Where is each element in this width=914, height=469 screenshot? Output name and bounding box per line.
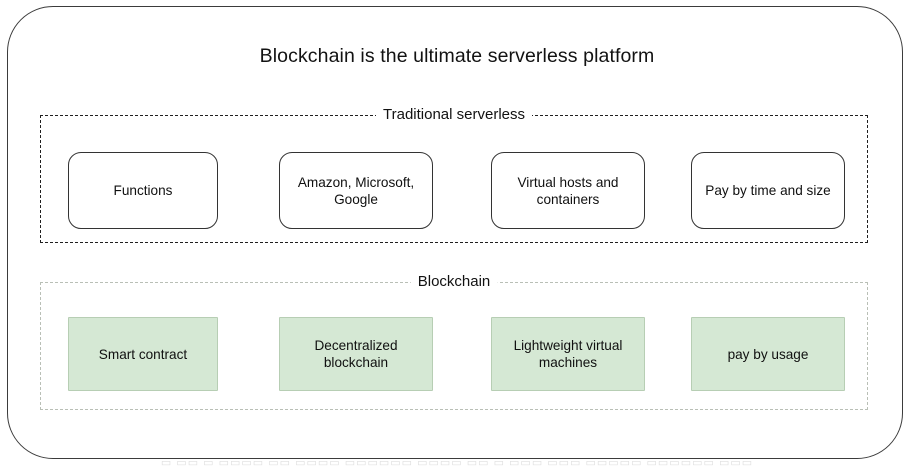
node-box-functions[interactable]: Functions — [68, 152, 218, 229]
box-row-traditional: Functions Amazon, Microsoft, Google Virt… — [41, 116, 869, 244]
bottom-edge-artifact: ▭ ▭▭ ▭ ▭▭▭▭ ▭▭ ▭▭▭▭ ▭▭▭▭▭▭ ▭▭▭▭ ▭▭ ▭ ▭▭▭… — [160, 457, 754, 469]
node-box-decentralized-blockchain[interactable]: Decentralized blockchain — [279, 317, 433, 391]
node-box-label: Decentralized blockchain — [314, 338, 398, 370]
node-box-label: Pay by time and size — [705, 183, 831, 198]
box-row-blockchain: Smart contract Decentralized blockchain … — [41, 283, 869, 411]
node-box-label: Virtual hosts and containers — [517, 174, 619, 207]
section-traditional-serverless: Traditional serverless Functions Amazon,… — [40, 105, 869, 244]
node-box-pay-by-usage[interactable]: pay by usage — [691, 317, 845, 391]
node-box-cloud-providers[interactable]: Amazon, Microsoft, Google — [279, 152, 433, 229]
node-box-label: Smart contract — [98, 346, 188, 362]
section-label-blockchain: Blockchain — [410, 272, 498, 292]
node-box-label: Functions — [113, 183, 173, 198]
node-box-virtual-hosts-containers[interactable]: Virtual hosts and containers — [491, 152, 645, 229]
section-label-traditional-serverless: Traditional serverless — [376, 105, 532, 125]
section-blockchain: Blockchain Smart contract Decentralized … — [40, 272, 869, 411]
page-title: Blockchain is the ultimate serverless pl… — [259, 45, 655, 67]
node-box-smart-contract[interactable]: Smart contract — [68, 317, 218, 391]
node-box-label: pay by usage — [727, 346, 809, 362]
node-box-label: Lightweight virtual machines — [513, 338, 623, 370]
node-box-label: Amazon, Microsoft, Google — [297, 174, 415, 207]
node-box-lightweight-virtual-machines[interactable]: Lightweight virtual machines — [491, 317, 645, 391]
node-box-pay-by-time-and-size[interactable]: Pay by time and size — [691, 152, 845, 229]
